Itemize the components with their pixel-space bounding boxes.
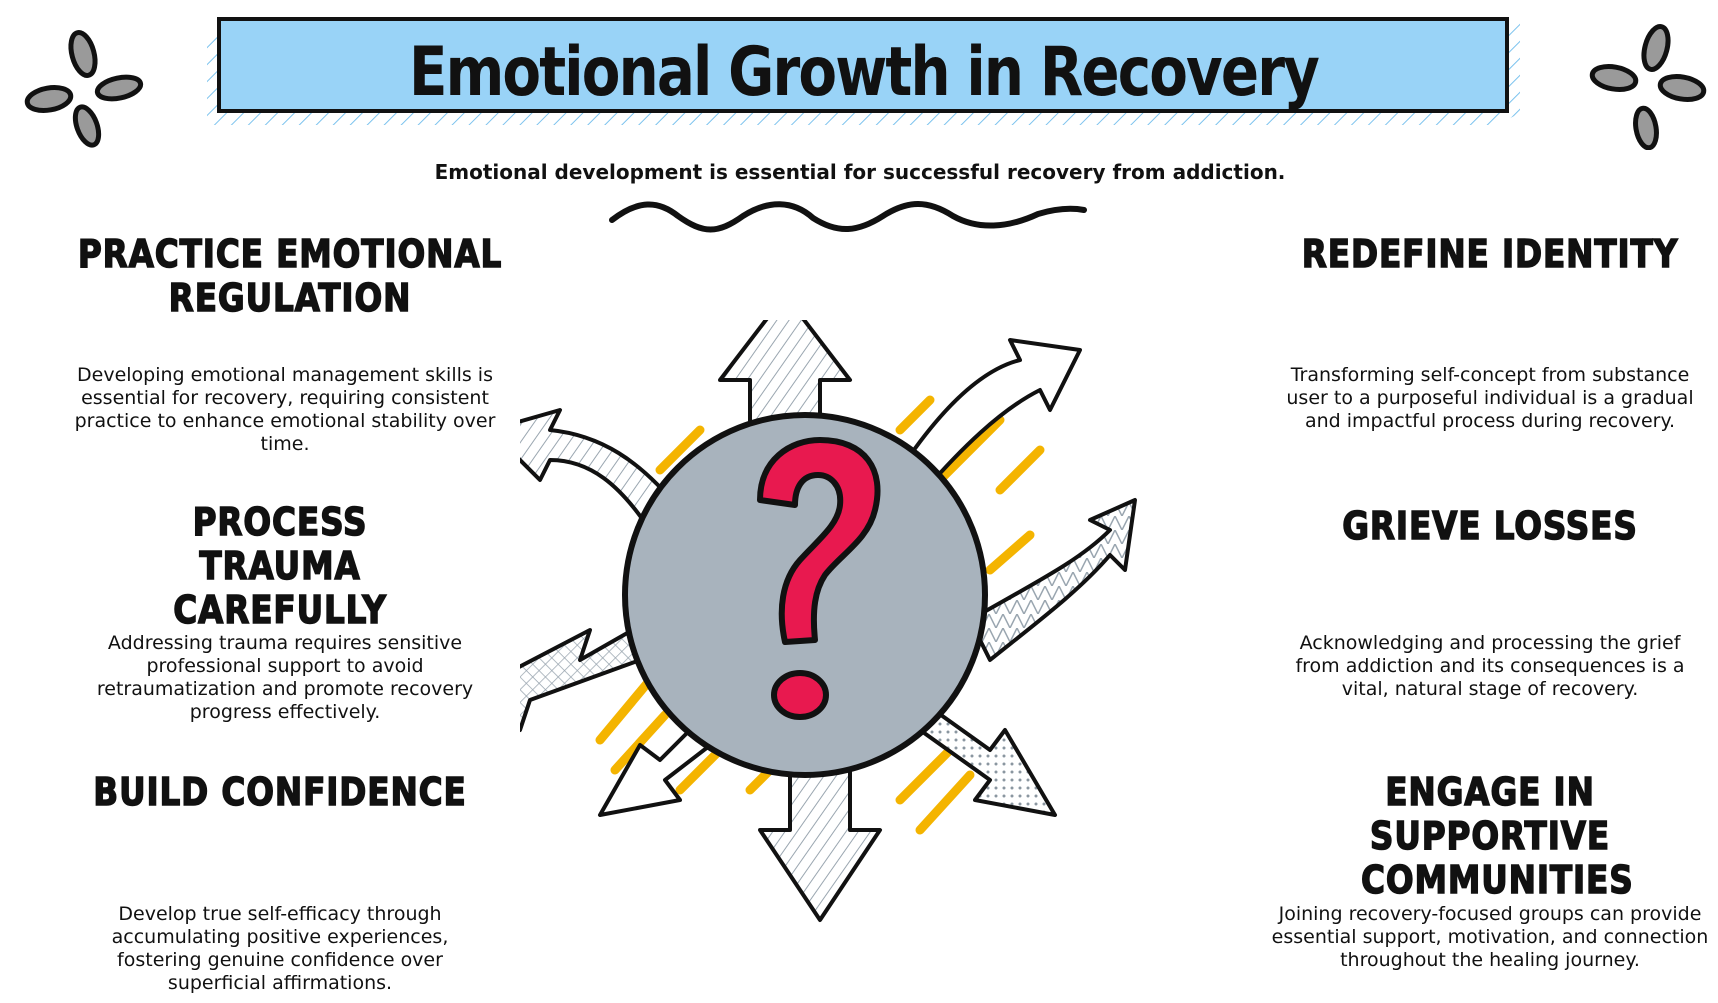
heading-emotional-regulation: Practice Emotional Regulation <box>77 231 503 321</box>
text-build-confidence: Develop true self-efficacy through accum… <box>111 903 449 994</box>
sparkle-decoration-left <box>24 30 144 148</box>
title-banner <box>207 17 1520 125</box>
text-grieve-losses: Acknowledging and processing the grief f… <box>1295 632 1685 700</box>
text-redefine-identity: Transforming self-concept from substance… <box>1286 364 1694 432</box>
heading-redefine-identity: Redefine Identity <box>1301 231 1679 277</box>
text-supportive-communities: Joining recovery-focused groups can prov… <box>1271 903 1709 971</box>
heading-supportive-communities: Engage in Supportive Communities <box>1360 769 1634 903</box>
subtitle: Emotional development is essential for s… <box>434 160 1286 184</box>
squiggle-underline <box>609 201 1087 233</box>
heading-grieve-losses: Grieve Losses <box>1342 503 1638 549</box>
sparkle-decoration-right <box>1589 24 1707 150</box>
page-title: Emotional Growth in Recovery <box>408 33 1320 112</box>
text-emotional-regulation: Developing emotional management skills i… <box>74 364 496 455</box>
text-process-trauma: Addressing trauma requires sensitive pro… <box>96 632 474 723</box>
heading-build-confidence: Build Confidence <box>93 769 467 815</box>
heading-process-trauma: Process Trauma Carefully <box>173 499 387 633</box>
central-arrow-burst <box>520 320 1137 922</box>
question-mark-icon <box>757 437 881 720</box>
